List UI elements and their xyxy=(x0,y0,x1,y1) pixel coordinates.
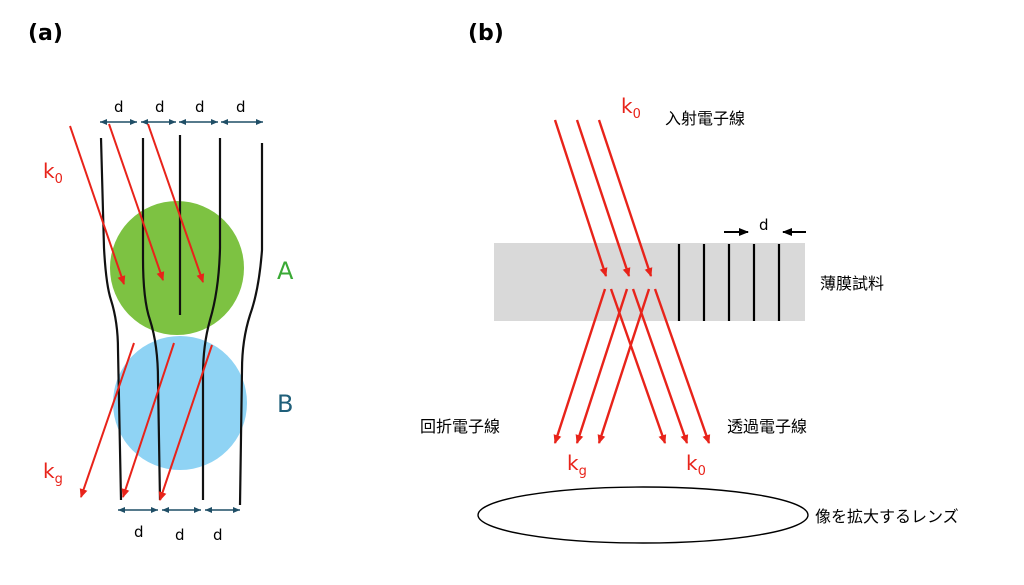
transmitted-beam xyxy=(653,288,711,444)
thin-film-label: 薄膜試料 xyxy=(820,274,884,293)
diffracted-beams-a xyxy=(79,342,213,501)
lattice-plane xyxy=(99,137,123,501)
spacing-d-label: d xyxy=(213,526,223,544)
panel-b: (b) d xyxy=(420,21,959,544)
transmitted-beam xyxy=(631,288,689,444)
incident-beam xyxy=(108,123,165,281)
film-lattice-planes xyxy=(677,244,781,321)
diffracted-k-label-a: kg xyxy=(43,459,63,487)
incident-beam-label: 入射電子線 xyxy=(665,109,745,128)
region-b-circle xyxy=(113,336,247,470)
lens xyxy=(477,486,809,544)
diffracted-k-label-b: kg xyxy=(567,451,587,479)
lattice-plane xyxy=(201,138,222,500)
region-b-label: B xyxy=(277,390,293,418)
incident-beam xyxy=(553,119,608,277)
spacing-d-label-b: d xyxy=(759,216,769,234)
lattice-plane xyxy=(141,138,162,501)
spacing-d-label: d xyxy=(134,523,144,541)
diffracted-beam xyxy=(121,342,175,498)
lattice-planes xyxy=(99,135,264,506)
incident-k-label-b: k0 xyxy=(621,94,641,122)
transmitted-beam-label: 透過電子線 xyxy=(727,417,807,436)
diffracted-beam xyxy=(79,342,135,498)
lens-label: 像を拡大するレンズ xyxy=(815,507,959,526)
diffracted-beam xyxy=(158,344,213,501)
panel-a-label: (a) xyxy=(28,21,63,46)
lattice-plane xyxy=(238,143,264,506)
spacing-d-label: d xyxy=(114,98,124,116)
diffracted-beams-b xyxy=(553,288,651,444)
spacing-d-label: d xyxy=(175,526,185,544)
transmitted-beams-b xyxy=(609,288,711,444)
incident-beam xyxy=(575,119,631,277)
transmitted-beam xyxy=(609,288,667,444)
diffracted-beam xyxy=(575,288,629,444)
diffracted-beam xyxy=(597,288,651,444)
spacing-d-label: d xyxy=(195,98,205,116)
spacing-d-label: d xyxy=(236,98,246,116)
region-a-label: A xyxy=(277,257,294,285)
diffracted-beam xyxy=(553,288,607,444)
incident-k-label-a: k0 xyxy=(43,159,63,187)
diffracted-beam-label: 回折電子線 xyxy=(420,417,500,436)
incident-beam xyxy=(69,125,126,285)
region-a-circle xyxy=(110,201,244,335)
panel-a: (a) A B d d d d xyxy=(28,21,294,544)
transmitted-k-label-b: k0 xyxy=(686,451,706,479)
incident-beams-a xyxy=(69,123,205,285)
incident-beams-b xyxy=(553,119,653,277)
panel-b-label: (b) xyxy=(468,21,504,46)
spacing-d-label: d xyxy=(155,98,165,116)
incident-beam xyxy=(147,123,205,283)
thin-film xyxy=(494,243,805,321)
incident-beam xyxy=(597,119,653,277)
